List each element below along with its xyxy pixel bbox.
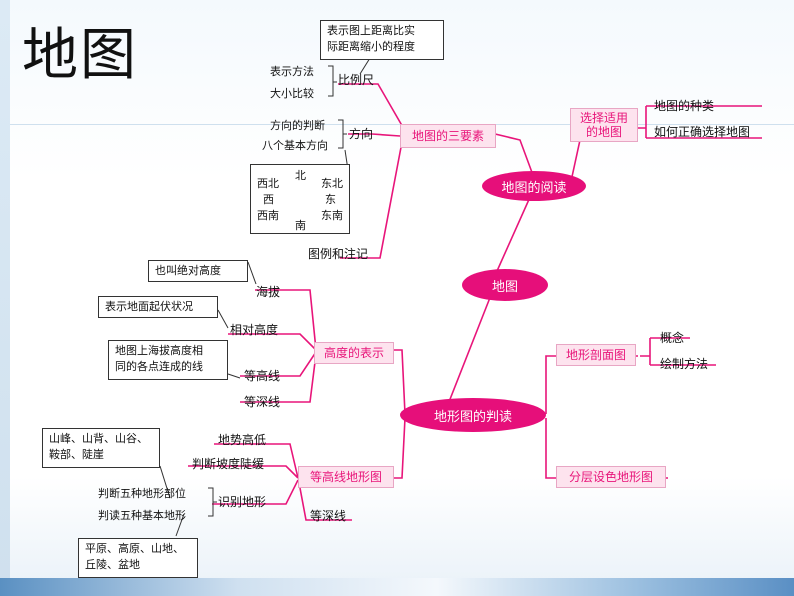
three-elements-node: 地图的三要素 [400, 124, 496, 148]
altitude-definition: 也叫绝对高度 [155, 264, 221, 277]
draw-method-node: 绘制方法 [660, 357, 709, 371]
bottom-decoration [0, 578, 794, 596]
pointer-relative-def [217, 309, 229, 329]
pointer-landforms [175, 513, 185, 537]
relative-definition-box: 表示地面起伏状况 [98, 296, 218, 318]
scale-definition-box: 表示图上距离比实 际距离缩小的程度 [320, 20, 444, 60]
link-three-direction [348, 133, 401, 137]
basic-landforms-line: 平原、高原、山地、 [85, 542, 184, 555]
compass-northeast: 东北 [321, 177, 343, 190]
root-node: 地图 [462, 269, 548, 301]
left-border [0, 0, 10, 596]
basic-landforms-line: 丘陵、盆地 [85, 558, 140, 571]
link-choose-items [638, 105, 762, 139]
legend-node: 图例和注记 [308, 247, 369, 261]
relative-definition: 表示地面起伏状况 [105, 300, 193, 313]
link-cm-terrain [214, 443, 299, 479]
link-root-reading [492, 185, 536, 281]
depth-contour-node: 等深线 [244, 395, 281, 409]
link-height-contour [240, 351, 317, 377]
height-representation-node: 高度的表示 [314, 342, 394, 364]
contour-node: 等高线 [244, 369, 281, 383]
scale-definition-line: 表示图上距离比实 [327, 24, 415, 37]
profile-node: 地形剖面图 [556, 344, 636, 366]
link-three-legend [340, 141, 403, 259]
link-profile-items [640, 337, 716, 366]
contour-definition-line: 地图上海拔高度相 [115, 344, 203, 357]
contour-definition-box: 地图上海拔高度相 同的各点连成的线 [108, 340, 228, 380]
map-types: 地图的种类 [654, 99, 715, 113]
link-cm-identify [212, 479, 299, 505]
contour-map-node: 等高线地形图 [298, 466, 394, 488]
scale-definition-line: 际距离缩小的程度 [327, 40, 415, 53]
compass-north: 北 [295, 169, 306, 182]
altitude-definition-box: 也叫绝对高度 [148, 260, 248, 282]
landform-parts-line: 山峰、山背、山谷、 [49, 432, 148, 445]
slope-node: 判断坡度陡缓 [192, 457, 265, 471]
pointer-contour-def [227, 373, 241, 379]
link-cm-depth [299, 487, 352, 521]
scale-item: 大小比较 [270, 87, 314, 100]
compass-southeast: 东南 [321, 209, 343, 222]
compass-box: 北 西北 东北 西 东 西南 东南 南 [250, 164, 350, 234]
page-title: 地图 [22, 23, 138, 88]
layered-color-map-node: 分层设色地形图 [556, 466, 666, 488]
bracket-identify [208, 487, 217, 517]
direction-node: 方向 [349, 127, 374, 141]
link-cm-slope [188, 465, 299, 479]
link-height-altitude [255, 289, 317, 351]
reading-node: 地图的阅读 [482, 171, 586, 201]
choose-map-node: 选择适用 的地图 [570, 108, 638, 142]
direction-item: 八个基本方向 [262, 139, 328, 152]
topo-reading-node: 地形图的判读 [400, 398, 546, 432]
compass-east: 东 [325, 193, 336, 206]
compass-southwest: 西南 [257, 209, 279, 222]
pointer-scale-def [359, 57, 371, 75]
identify-item: 判读五种基本地形 [98, 509, 186, 522]
link-root-topo [444, 289, 494, 413]
basic-landforms-box: 平原、高原、山地、 丘陵、盆地 [78, 538, 198, 578]
pointer-parts [159, 465, 171, 499]
identify-landform-node: 识别地形 [218, 495, 267, 509]
landform-parts-box: 山峰、山背、山谷、 鞍部、陡崖 [42, 428, 160, 468]
identify-item: 判断五种地形部位 [98, 487, 186, 500]
terrain-level-node: 地势高低 [218, 433, 267, 447]
bracket-scale [328, 65, 337, 97]
altitude-node: 海拔 [256, 285, 281, 299]
scale-node: 比例尺 [338, 73, 375, 87]
bracket-direction [338, 119, 347, 149]
scale-item: 表示方法 [270, 65, 314, 78]
compass-south: 南 [295, 219, 306, 232]
contour-definition-line: 同的各点连成的线 [115, 360, 203, 373]
relative-height-node: 相对高度 [230, 323, 279, 337]
landform-parts-line: 鞍部、陡崖 [49, 448, 104, 461]
link-height-relative [228, 333, 317, 351]
link-three-scale [338, 83, 409, 137]
concept-node: 概念 [660, 331, 685, 345]
choose-map-line: 选择适用 [579, 111, 628, 125]
choose-map-line: 的地图 [585, 125, 622, 139]
pointer-altitude-def [247, 261, 257, 285]
compass-west: 西 [263, 193, 274, 206]
direction-item: 方向的判断 [270, 119, 325, 132]
depth-contour-2-node: 等深线 [310, 509, 347, 523]
compass-northwest: 西北 [257, 177, 279, 190]
link-height-depth [240, 353, 317, 403]
how-choose-map: 如何正确选择地图 [654, 125, 751, 139]
